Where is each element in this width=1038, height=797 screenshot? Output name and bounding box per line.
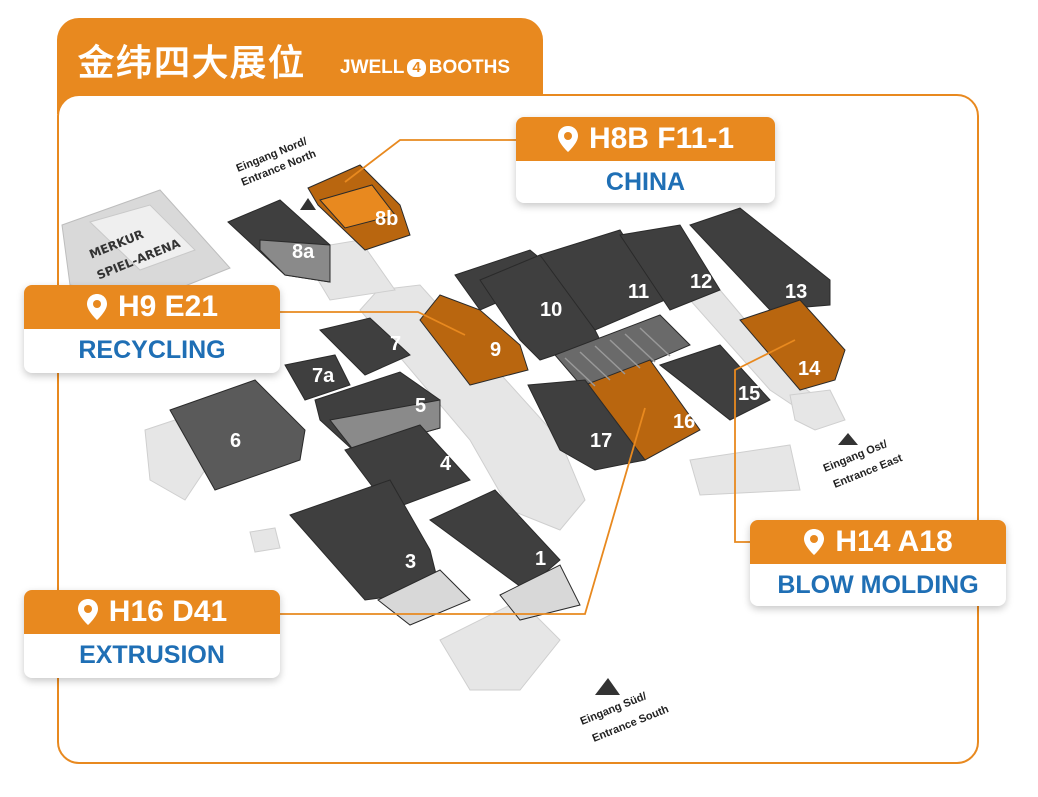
leader-line-recycling [280,311,466,336]
hall-3 [289,479,441,601]
booth-number: H16 D41 [108,595,228,628]
hall-6 [169,379,306,491]
location-pin-icon [77,599,98,625]
entrance-north-marker [300,198,316,210]
hall-14 [739,299,846,391]
striped-roof-lines [564,327,671,387]
callout-recycling-head: H9 E21 [24,285,280,329]
hall-label-12: 12 [690,271,712,293]
location-pin-icon [804,529,825,555]
booth-number: H14 A18 [835,525,953,558]
hall-label-7a: 7a [312,365,335,387]
hall-3-annex [377,569,471,626]
booth-category: RECYCLING [78,336,226,364]
hall-label-1: 1 [535,548,546,570]
east-plaza [789,389,846,431]
hall-7a [284,354,351,401]
callout-extrusion-head: H16 D41 [24,590,280,634]
hall-label-11: 11 [628,281,649,303]
location-pin-icon [86,294,107,320]
hall-label-15: 15 [738,383,760,405]
subtitle-brand: JWELL [340,57,405,78]
hall-9 [419,294,529,386]
hall-label-4: 4 [440,453,452,475]
entrance-east-marker [838,433,858,445]
hall-label-13: 13 [785,281,807,303]
hall-label-5: 5 [415,395,426,417]
location-pin-icon [557,126,578,152]
subtitle-booths: BOOTHS [428,57,511,78]
hall-label-6: 6 [230,430,241,452]
booth-category: BLOW MOLDING [777,571,979,599]
small-building [249,527,281,553]
hall-label-17: 17 [590,430,612,452]
merkur-spiel-arena: MERKUR SPIEL-ARENA [61,189,231,301]
hall-label-8a: 8a [292,241,315,263]
hall-label-10: 10 [540,299,562,321]
leader-line-extrusion [280,407,646,615]
callout-china-head: H8B F11-1 [516,117,775,161]
hall-15 [658,344,771,421]
east-building [689,444,801,496]
hall-1 [429,489,561,591]
booth-number: H8B F11-1 [588,122,735,155]
callout-extrusion: H16 D41 EXTRUSION [24,590,280,678]
hall-13 [689,207,831,311]
booth-category: EXTRUSION [79,641,225,669]
hall-7 [319,317,411,376]
hall-5-side [329,399,441,453]
hall-8b-roof [319,184,396,229]
hall-1-annex [499,564,581,621]
hall-label-14: 14 [798,358,821,380]
hall-label-7: 7 [390,333,401,355]
south-plaza [439,599,561,691]
callout-recycling: H9 E21 RECYCLING [24,285,280,373]
subtitle-number: 4 [407,59,426,77]
booth-category: CHINA [605,168,686,196]
leader-line-blow-molding [734,339,796,543]
page-subtitle: JWELL 4 BOOTHS [340,57,510,79]
booth-number: H9 E21 [117,290,219,323]
hall-label-8b: 8b [375,208,398,230]
callout-blow-molding: H14 A18 BLOW MOLDING [750,520,1006,606]
callout-blow-molding-head: H14 A18 [750,520,1006,564]
walkway-west [144,419,206,501]
hall-label-3: 3 [405,551,416,573]
leader-line-china [344,139,518,183]
hall-17 [527,379,646,471]
page-title: 金纬四大展位 [78,43,307,84]
hall-label-16: 16 [673,411,695,433]
hall-label-9: 9 [490,339,501,361]
callout-china: H8B F11-1 CHINA [516,117,775,203]
hall-12 [619,224,721,311]
entrance-south-marker [595,678,620,695]
hall-8a-roof [259,239,331,283]
